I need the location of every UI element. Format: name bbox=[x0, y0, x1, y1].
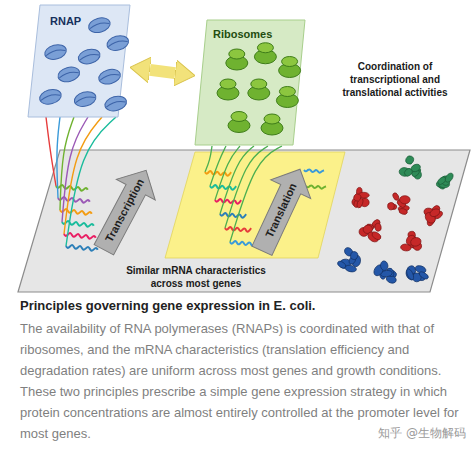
panel-label: RNAP bbox=[50, 15, 81, 28]
rnap-panel: RNAP bbox=[28, 5, 130, 117]
polymerase-track bbox=[62, 117, 88, 222]
ribosome-molecule bbox=[226, 49, 248, 70]
protein-domain bbox=[352, 193, 362, 203]
ribosome-molecule bbox=[254, 43, 276, 64]
protein-cluster bbox=[372, 260, 398, 284]
rnap-molecule bbox=[56, 65, 81, 84]
process-arrow: Translation bbox=[238, 160, 324, 260]
mrna-strand bbox=[205, 171, 231, 176]
rnap-molecule bbox=[77, 47, 102, 66]
ribosome-track bbox=[205, 146, 212, 172]
ribosome-molecule bbox=[276, 87, 298, 108]
ribosome-track bbox=[225, 146, 268, 228]
ribosome-molecule bbox=[261, 114, 283, 135]
mrna-strand bbox=[60, 209, 92, 215]
rnap-molecule bbox=[97, 67, 122, 86]
mrna-strand bbox=[210, 185, 236, 190]
polymerase-track bbox=[64, 117, 102, 234]
panel-outline bbox=[28, 5, 130, 117]
ribosome-molecule bbox=[248, 79, 270, 100]
polymerase-track bbox=[46, 117, 56, 186]
protein-cluster bbox=[423, 204, 444, 227]
expression-plane bbox=[18, 150, 470, 292]
mrna-strand bbox=[304, 169, 324, 172]
panel-label: Ribosomes bbox=[213, 28, 272, 41]
ribosome-molecule bbox=[228, 112, 250, 133]
rnap-molecule bbox=[43, 42, 68, 61]
protein-domain bbox=[403, 167, 414, 178]
arrow-outline bbox=[84, 160, 165, 260]
protein-domain bbox=[380, 260, 389, 270]
polymerase-track bbox=[57, 117, 60, 198]
protein-domain bbox=[398, 208, 408, 216]
caption-box: 知乎 @生物解码The availability of RNA polymera… bbox=[20, 318, 466, 452]
process-arrow: Transcription bbox=[80, 160, 170, 260]
title-box: Principles governing gene expression in … bbox=[20, 298, 466, 314]
mrna-strand bbox=[215, 199, 241, 204]
arrow-outline bbox=[242, 160, 320, 260]
ribosome-track bbox=[210, 146, 226, 186]
mrna-strand bbox=[64, 233, 96, 239]
mrna-strand bbox=[220, 213, 246, 218]
figure-caption: The availability of RNA polymerases (RNA… bbox=[20, 321, 459, 441]
mrna-strand bbox=[66, 245, 98, 251]
annotation-label: Coordination of transcriptional and tran… bbox=[322, 60, 468, 99]
protein-cluster bbox=[399, 155, 422, 180]
ribosome-molecule bbox=[279, 57, 301, 78]
protein-domain bbox=[374, 223, 382, 232]
protein-cluster bbox=[351, 187, 369, 208]
protein-cluster bbox=[358, 218, 382, 244]
rnap-molecule bbox=[38, 87, 63, 106]
protein-cluster bbox=[387, 192, 410, 215]
protein-cluster bbox=[436, 172, 454, 190]
protein-cluster bbox=[336, 246, 361, 273]
protein-domain bbox=[387, 202, 395, 210]
ribosome-molecule bbox=[217, 79, 239, 100]
rnap-molecule bbox=[105, 33, 130, 52]
protein-domain bbox=[350, 251, 359, 260]
ribosome-track bbox=[220, 146, 254, 214]
mrna-strand bbox=[225, 227, 251, 232]
polymerase-track bbox=[60, 117, 74, 210]
protein-domain bbox=[444, 172, 455, 184]
protein-domain bbox=[405, 268, 415, 281]
coordination-arrow bbox=[150, 70, 175, 73]
figure-title: Principles governing gene expression in … bbox=[20, 298, 466, 314]
rnap-molecule bbox=[73, 89, 98, 108]
protein-domain bbox=[410, 236, 422, 247]
protein-domain bbox=[418, 271, 429, 281]
mrna-strand bbox=[62, 221, 94, 227]
protein-domain bbox=[429, 207, 441, 218]
rnap-molecule bbox=[103, 94, 128, 113]
protein-cluster bbox=[404, 264, 429, 283]
protein-domain bbox=[344, 264, 357, 273]
protein-domain bbox=[400, 196, 411, 204]
protein-domain bbox=[405, 155, 415, 166]
watermark: 知乎 @生物解码 bbox=[378, 423, 466, 444]
annotation-label: Similar mRNA characteristics across most… bbox=[116, 264, 276, 290]
panel-outline bbox=[195, 20, 305, 145]
mrna-strand bbox=[306, 185, 326, 188]
protein-domain bbox=[371, 231, 383, 241]
protein-cluster bbox=[400, 231, 423, 252]
ribosome-panel: Ribosomes bbox=[195, 20, 305, 145]
rnap-molecule bbox=[87, 16, 112, 35]
